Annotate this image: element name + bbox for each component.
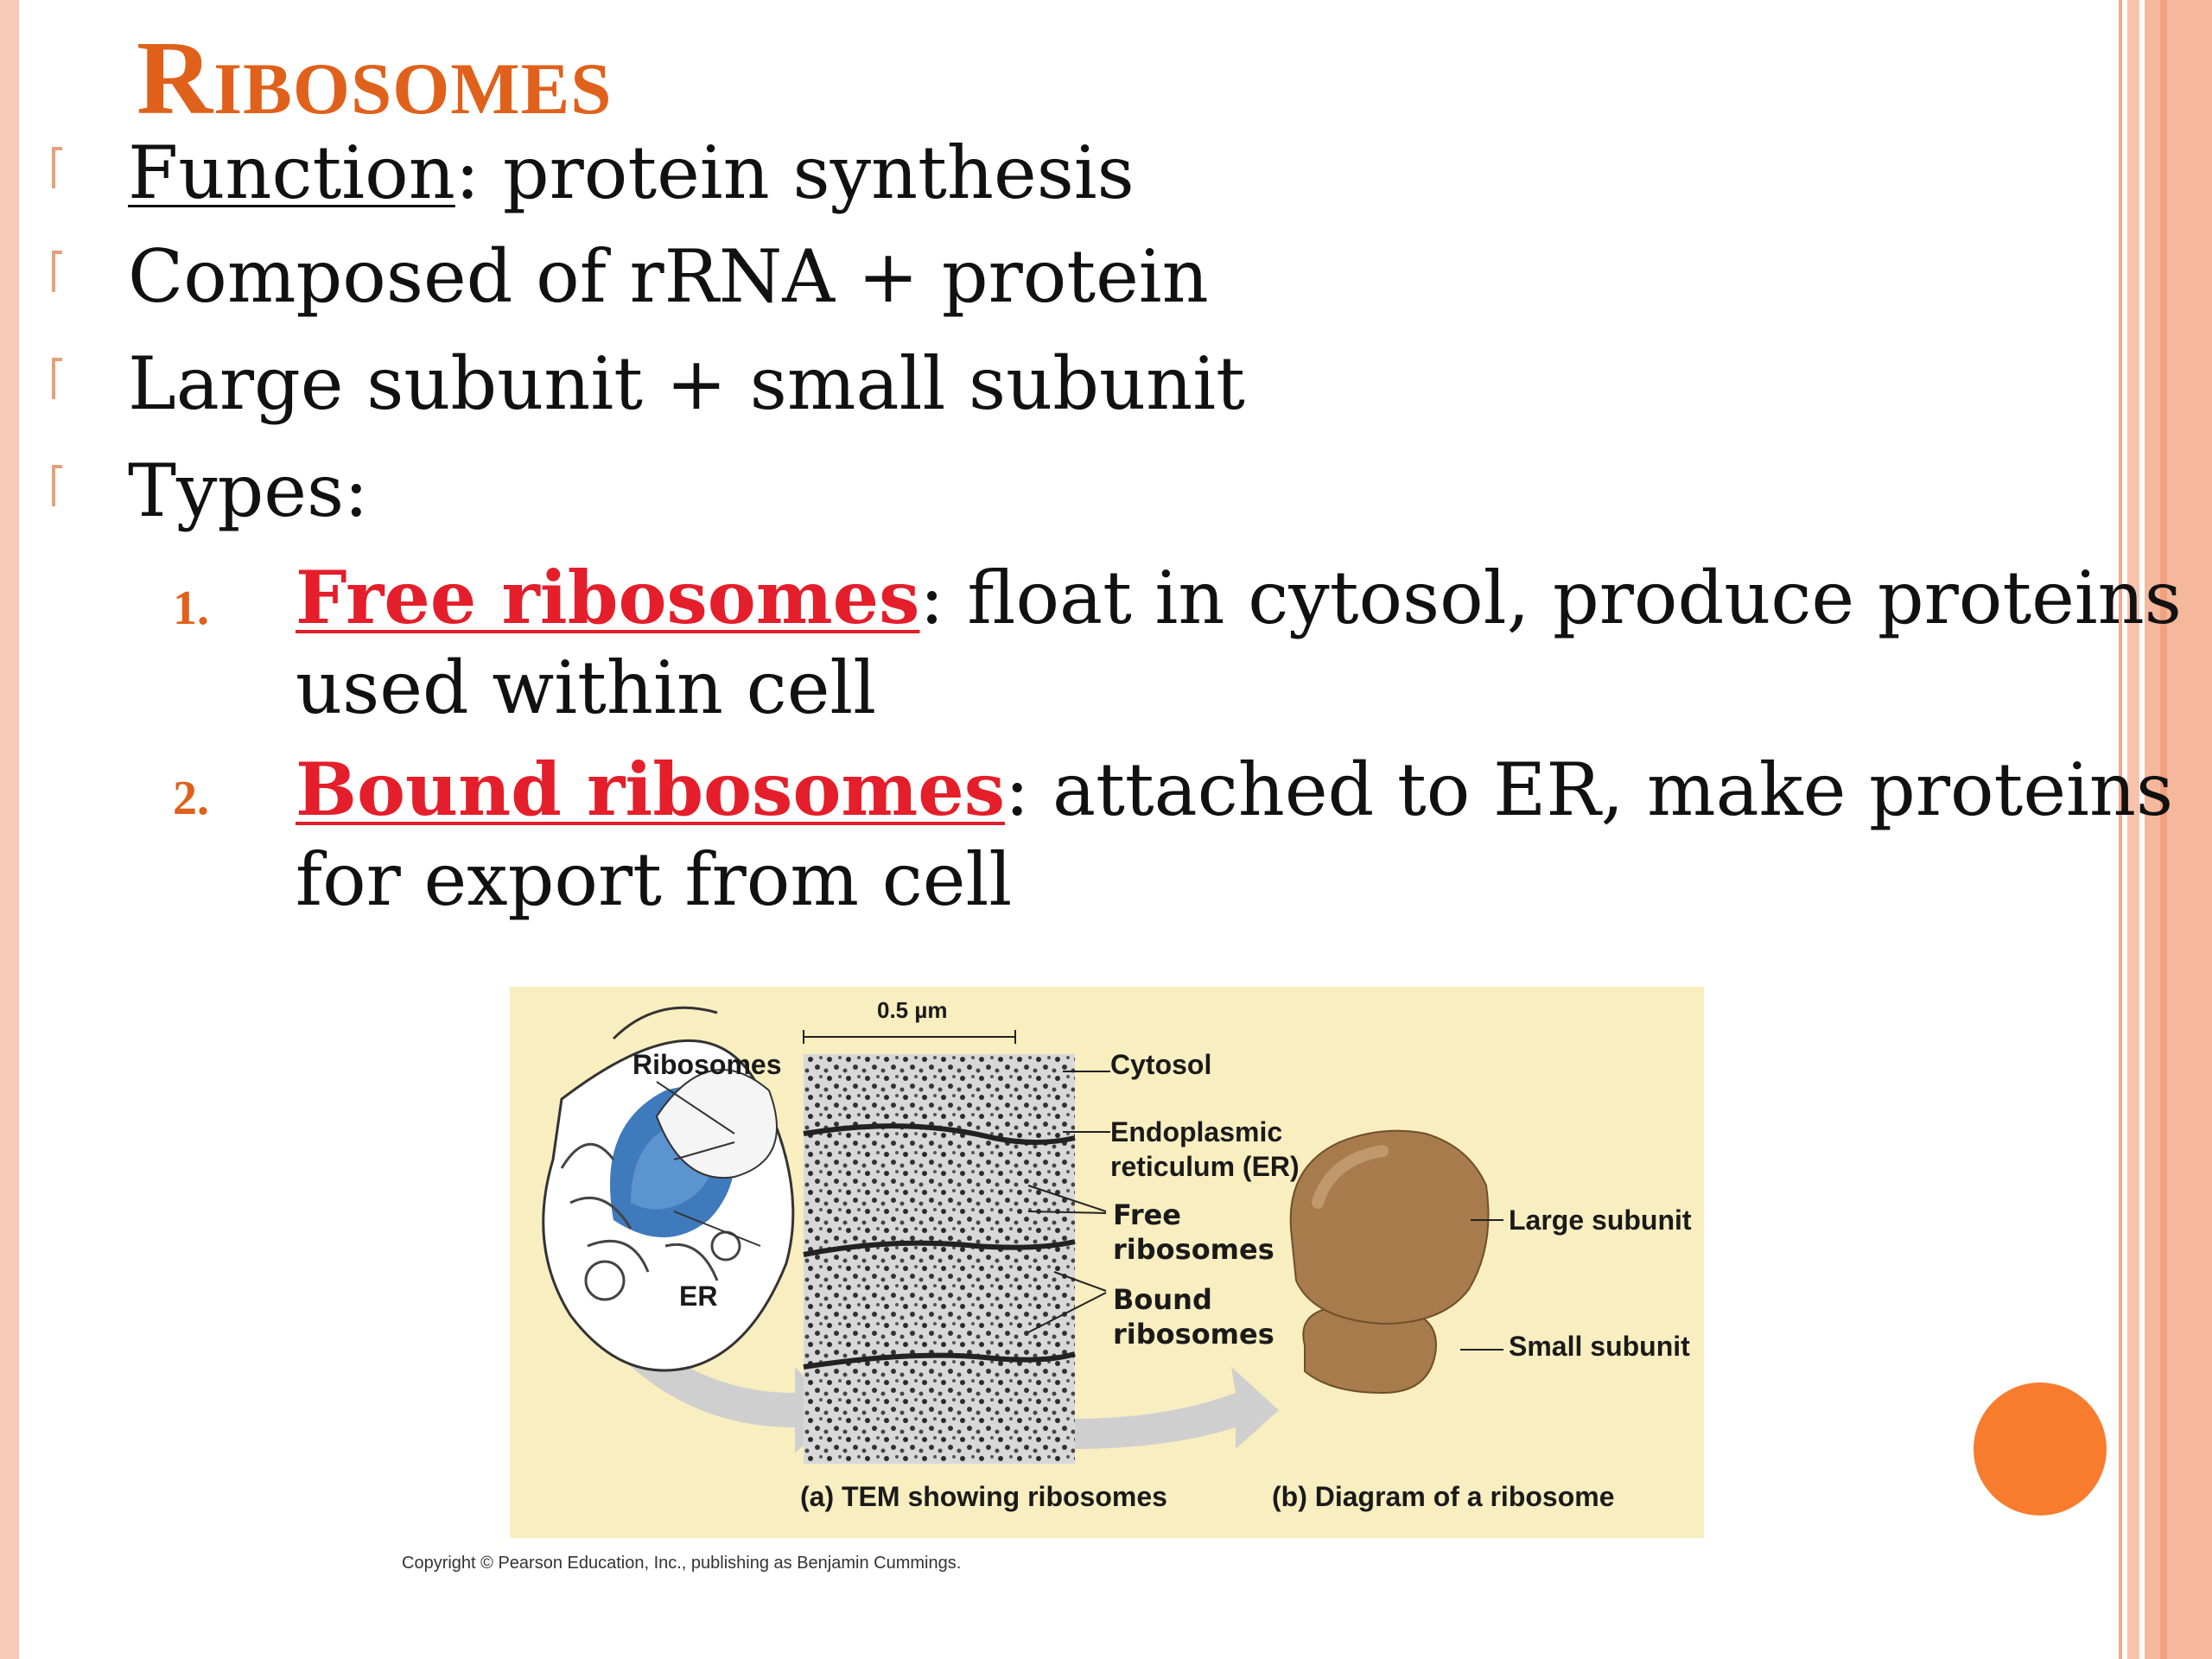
term-bound-ribosomes: Bound ribosomes [296, 747, 1006, 832]
scale-bar-label: 0.5 µm [877, 997, 948, 1023]
list-number: 1. [173, 582, 209, 635]
label-er-line2: reticulum (ER) [1110, 1151, 1300, 1182]
left-decorative-border [0, 0, 19, 1659]
right-border-stripe [2160, 0, 2167, 1659]
right-border-stripe [2119, 0, 2122, 1659]
copyright-notice: Copyright © Pearson Education, Inc., pub… [402, 1554, 962, 1573]
bullet-function: Function: protein synthesis [128, 137, 1135, 209]
label-free-line2: ribosomes [1113, 1233, 1274, 1266]
label-large-subunit: Large subunit [1509, 1205, 1692, 1236]
bullet-text: : protein synthesis [454, 130, 1135, 215]
bullet-term: Function [128, 130, 455, 215]
bullet-marker [52, 465, 62, 506]
arrow-tem-to-diagram [1071, 1367, 1279, 1449]
label-ribosomes: Ribosomes [632, 1049, 782, 1080]
type-free-ribosomes: Free ribosomes: float in cytosol, produc… [296, 553, 2212, 733]
cell-sketch [542, 1006, 795, 1372]
label-bound-line1: Bound [1113, 1283, 1212, 1316]
type-description: : attached to ER, make proteins for expo… [296, 747, 2174, 922]
arrow-cell-to-tem [562, 1263, 838, 1453]
bullet-types: Types: [128, 448, 369, 533]
label-free-line1: Free [1113, 1198, 1181, 1231]
caption-a: (a) TEM showing ribosomes [800, 1481, 1167, 1512]
bullet-composition: Composed of rRNA + protein [128, 234, 1209, 319]
accent-circle [1974, 1382, 2107, 1516]
caption-b: (b) Diagram of a ribosome [1272, 1481, 1615, 1512]
ribosome-diagram [1289, 1129, 1503, 1395]
label-er-line1: Endoplasmic [1110, 1116, 1283, 1147]
slide-title: Ribosomes [137, 20, 613, 137]
type-bound-ribosomes: Bound ribosomes: attached to ER, make pr… [296, 745, 2212, 925]
label-er: ER [679, 1281, 718, 1312]
term-free-ribosomes: Free ribosomes [296, 555, 920, 640]
ribosome-figure: 0.5 µm Ribosomes ER Cytosol Endoplasmic … [510, 987, 1704, 1538]
label-bound-line2: ribosomes [1113, 1318, 1274, 1351]
bullet-marker [52, 358, 62, 399]
list-number: 2. [173, 772, 209, 825]
bullet-marker [52, 251, 62, 292]
bullet-marker [52, 147, 62, 188]
label-cytosol: Cytosol [1110, 1049, 1212, 1080]
tem-micrograph [803, 1030, 1110, 1464]
figure-illustration [542, 1006, 1503, 1464]
label-small-subunit: Small subunit [1509, 1331, 1690, 1362]
right-border-stripe [2127, 0, 2139, 1659]
bullet-subunits: Large subunit + small subunit [128, 341, 1245, 426]
right-border-band [2145, 0, 2212, 1659]
type-description: : float in cytosol, produce proteins use… [296, 556, 2182, 730]
